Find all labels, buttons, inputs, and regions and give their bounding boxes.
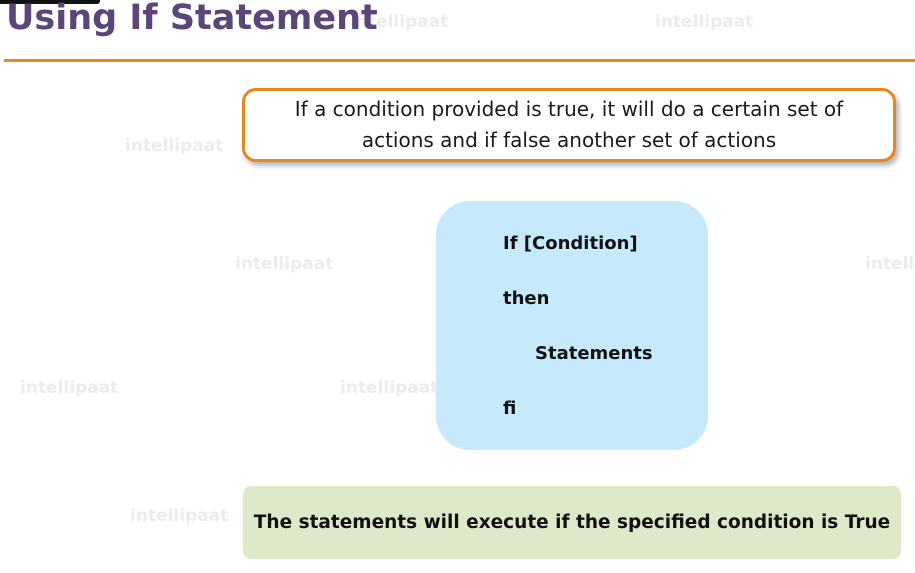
- syntax-line-then: then: [503, 288, 550, 309]
- note-box: The statements will execute if the speci…: [243, 486, 901, 559]
- top-tab-decoration: [0, 0, 100, 4]
- syntax-line-fi: fi: [503, 398, 517, 419]
- watermark: intellipaat: [865, 254, 915, 274]
- watermark: intellipaat: [235, 254, 334, 274]
- slide-title: Using If Statement: [6, 0, 378, 38]
- watermark: intellipaat: [125, 136, 224, 156]
- definition-box: If a condition provided is true, it will…: [242, 88, 896, 162]
- watermark: intellipaat: [340, 378, 439, 398]
- syntax-line-statements: Statements: [535, 343, 653, 364]
- watermark: intellipaat: [655, 12, 754, 32]
- title-underline: [4, 59, 915, 62]
- watermark: intellipaat: [20, 378, 119, 398]
- definition-text: If a condition provided is true, it will…: [294, 97, 844, 152]
- watermark: intellipaat: [130, 506, 229, 526]
- note-text: The statements will execute if the speci…: [253, 512, 891, 533]
- syntax-box: If [Condition] then Statements fi: [436, 201, 708, 450]
- syntax-line-if: If [Condition]: [503, 233, 638, 254]
